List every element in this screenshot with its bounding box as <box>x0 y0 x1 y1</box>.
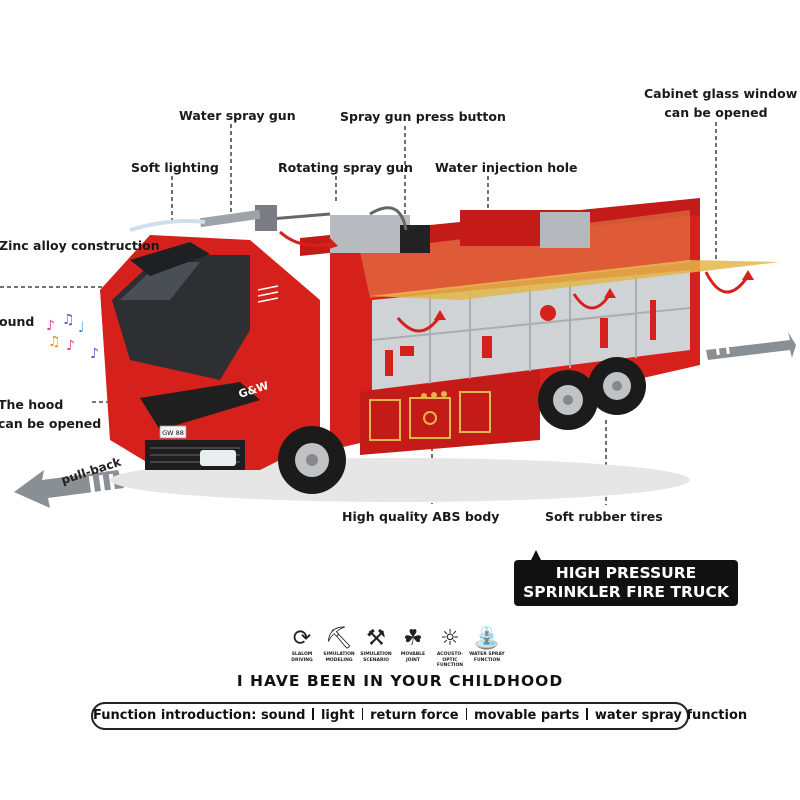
feature-caption: WATER SPRAY FUNCTION <box>469 652 505 663</box>
pull-back-arrow <box>14 470 124 508</box>
label-soft-lighting: Soft lighting <box>131 160 219 175</box>
feature-caption: SIMULATION MODELING <box>323 652 355 663</box>
license-plate: GW 88 <box>162 429 184 437</box>
label-cabinet-line1: Cabinet glass window <box>644 86 798 101</box>
excavator-icon: ⛏ <box>325 626 353 651</box>
function-introduction: Function introduction: sound light return … <box>91 702 747 730</box>
badge-line2: SPRINKLER FIRE TRUCK <box>523 583 729 601</box>
lightbulb-icon: ☼ <box>440 626 460 651</box>
wheel <box>278 426 346 494</box>
function-prefix: Function introduction: sound <box>93 708 306 723</box>
feature-caption: MOVABLE JOINT <box>400 652 426 663</box>
music-notes-icon: ♪ ♫ ♩ ♫ ♪ ♪ <box>46 312 99 362</box>
label-cabinet-line2: can be opened <box>664 105 768 120</box>
fire-truck: GW 88 G&W <box>100 198 780 502</box>
function-item: light <box>320 708 355 723</box>
sprinkler-icon: ⛲ <box>473 626 501 651</box>
function-item: movable parts <box>474 708 580 723</box>
separator <box>361 708 364 720</box>
function-item: return force <box>370 708 459 723</box>
badge-notch <box>530 550 542 562</box>
motion-arrow <box>706 332 796 360</box>
feature-icons: ⟳ SLALOM DRIVING ⛏ SIMULATION MODELING ⚒… <box>284 626 504 670</box>
feature-simulation-scenario: ⚒ SIMULATION SCENARIO <box>358 626 394 663</box>
feature-water-spray: ⛲ WATER SPRAY FUNCTION <box>469 626 505 663</box>
feature-caption: SIMULATION SCENARIO <box>360 652 392 663</box>
label-spray-gun-press-button: Spray gun press button <box>340 109 506 124</box>
function-item: water spray function <box>594 708 748 723</box>
wheel <box>588 357 646 415</box>
label-abs-body: High quality ABS body <box>342 509 500 524</box>
feature-caption: ACOUSTO-OPTIC FUNCTION <box>436 652 464 668</box>
label-hood-line2: can be opened <box>0 416 102 431</box>
svg-text:♪: ♪ <box>46 318 55 334</box>
svg-text:♫: ♫ <box>48 334 61 350</box>
svg-text:♪: ♪ <box>90 346 99 362</box>
label-zinc-alloy: Zinc alloy construction <box>0 238 160 253</box>
tagline: I HAVE BEEN IN YOUR CHILDHOOD <box>236 672 564 690</box>
steering-wheel-icon: ⟳ <box>292 626 312 651</box>
badge-line1: HIGH PRESSURE <box>555 564 697 582</box>
label-hood: The hood can be opened <box>0 395 101 433</box>
feature-caption: SLALOM DRIVING <box>291 652 313 663</box>
label-sound: Sound <box>0 314 35 329</box>
svg-text:♩: ♩ <box>78 320 85 336</box>
product-badge: HIGH PRESSURE SPRINKLER FIRE TRUCK <box>514 560 738 606</box>
joint-icon: ☘ <box>403 626 423 651</box>
feature-slalom: ⟳ SLALOM DRIVING <box>284 626 320 663</box>
svg-text:♫: ♫ <box>62 312 75 328</box>
worker-icon: ⚒ <box>366 626 386 651</box>
svg-text:♪: ♪ <box>66 338 75 354</box>
label-rotating-spray-gun: Rotating spray gun <box>278 160 413 175</box>
label-water-spray-gun: Water spray gun <box>179 108 296 123</box>
separator <box>586 708 588 720</box>
separator <box>312 708 314 720</box>
label-hood-line1: The hood <box>0 397 64 412</box>
label-water-injection-hole: Water injection hole <box>435 160 578 175</box>
feature-movable-joint: ☘ MOVABLE JOINT <box>395 626 431 663</box>
wheel <box>538 370 598 430</box>
label-rubber-tires: Soft rubber tires <box>545 509 663 524</box>
separator <box>465 708 468 720</box>
feature-simulation-modeling: ⛏ SIMULATION MODELING <box>321 626 357 663</box>
label-cabinet-glass-window: Cabinet glass window can be opened <box>644 84 798 122</box>
feature-acousto-optic: ☼ ACOUSTO-OPTIC FUNCTION <box>432 626 468 669</box>
